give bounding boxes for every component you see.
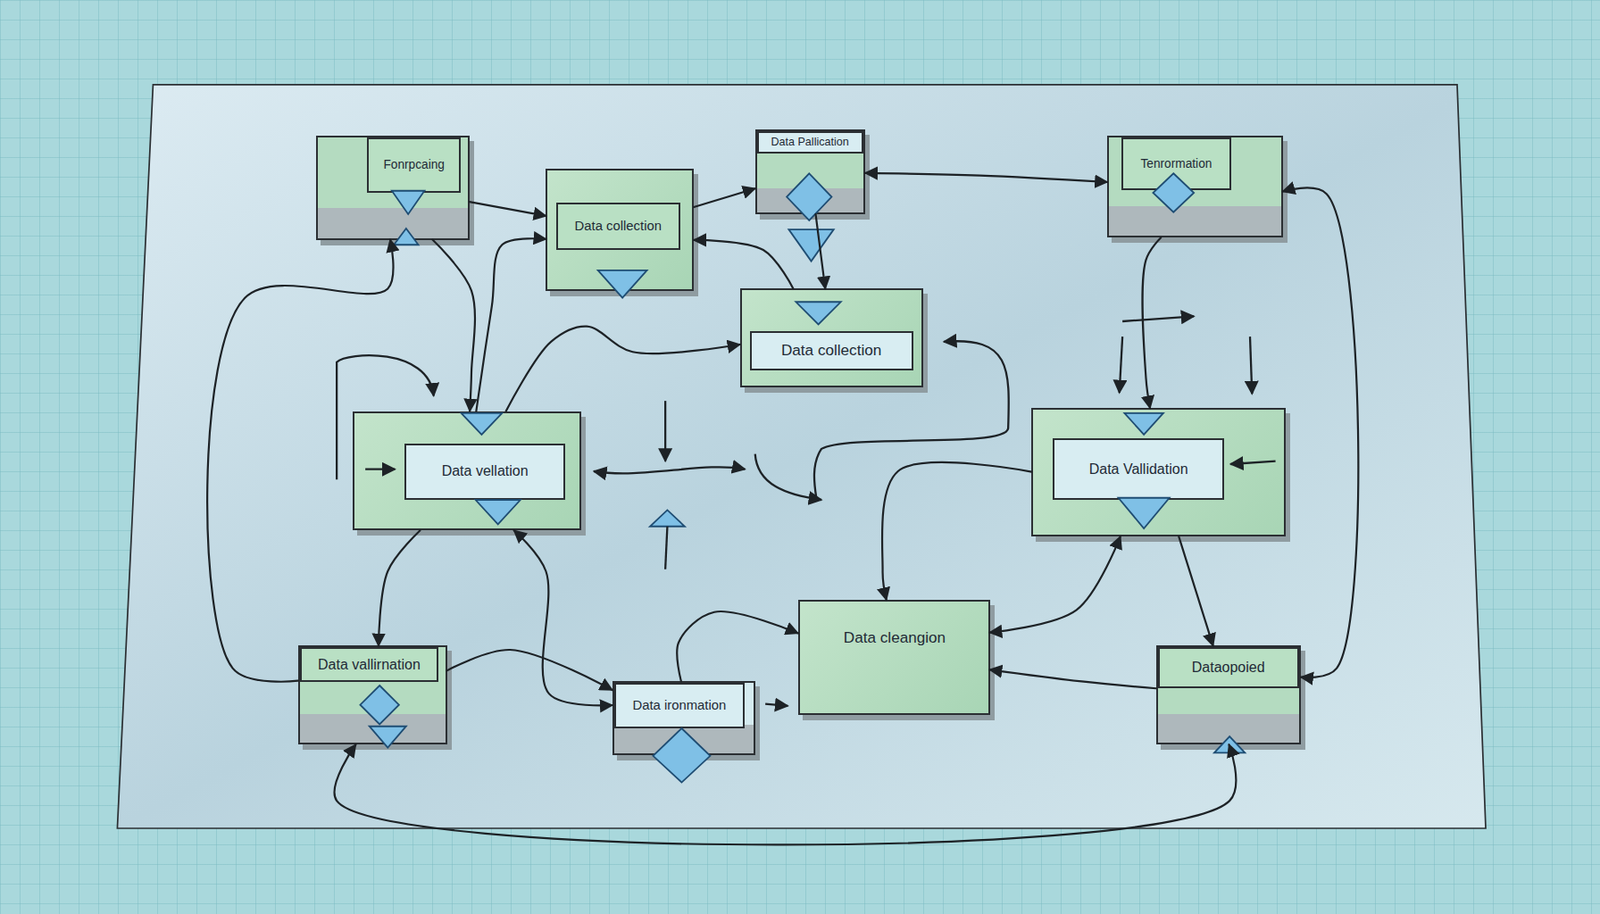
blue-diamond bbox=[359, 685, 399, 725]
stray-arrow bbox=[664, 400, 667, 461]
paper-sheet bbox=[116, 84, 1486, 829]
stray-arrow bbox=[593, 466, 745, 474]
flow-arrow bbox=[1283, 187, 1359, 677]
flow-arrow bbox=[207, 240, 393, 683]
flow-arrow bbox=[676, 611, 798, 682]
process-box: Fonrpcaing bbox=[316, 135, 469, 241]
blue-triangle bbox=[795, 301, 841, 325]
blue-triangle bbox=[475, 500, 521, 525]
flow-arrow bbox=[1141, 237, 1161, 409]
flow-arrow bbox=[514, 530, 613, 706]
stray-arrow bbox=[755, 454, 822, 500]
process-box: Data collection bbox=[545, 168, 694, 292]
process-box: Data vallirnation bbox=[298, 645, 448, 745]
process-box: Tenrormation bbox=[1107, 135, 1284, 238]
blue-triangle bbox=[650, 509, 685, 526]
flow-arrow bbox=[475, 238, 546, 411]
box-label: Data Pallication bbox=[757, 131, 864, 154]
box-label: Data collection bbox=[556, 202, 681, 250]
stray-arrow bbox=[365, 468, 395, 471]
box-label: Data vellation bbox=[404, 443, 565, 500]
box-label: Data Vallidation bbox=[1052, 438, 1225, 500]
box-label: Fonrpcaing bbox=[366, 137, 461, 193]
stray-arrow bbox=[336, 355, 434, 480]
process-box: Data cleangion bbox=[798, 600, 991, 716]
blue-diamond bbox=[652, 728, 710, 784]
stray-arrow bbox=[765, 704, 788, 707]
stray-arrow bbox=[814, 341, 1009, 498]
flow-arrow bbox=[1178, 536, 1213, 646]
process-box: Data Pallication bbox=[755, 129, 866, 215]
flow-arrow bbox=[990, 669, 1157, 689]
stray-arrow bbox=[1250, 336, 1252, 394]
flow-arrow bbox=[506, 326, 741, 412]
stray-line bbox=[665, 526, 667, 570]
box-label: Data ironmation bbox=[614, 683, 745, 728]
blue-triangle bbox=[391, 191, 425, 215]
box-label: Data cleangion bbox=[808, 601, 982, 674]
blue-triangle bbox=[369, 726, 407, 749]
box-label: Data vallirnation bbox=[300, 647, 439, 683]
flow-arrow bbox=[432, 240, 475, 412]
blue-triangle bbox=[393, 228, 418, 245]
blue-triangle bbox=[1118, 498, 1170, 529]
flow-arrow bbox=[816, 214, 826, 289]
flow-arrow bbox=[469, 201, 547, 217]
stray-arrow bbox=[1122, 316, 1194, 322]
blue-triangle bbox=[461, 413, 503, 435]
process-box: Dataopoied bbox=[1156, 645, 1301, 745]
flow-arrow bbox=[693, 240, 793, 289]
flow-arrow bbox=[882, 462, 1032, 600]
blue-triangle bbox=[598, 270, 648, 299]
stray-arrow bbox=[1119, 336, 1123, 393]
box-label: Dataopoied bbox=[1158, 647, 1300, 689]
box-label: Tenrormation bbox=[1121, 137, 1232, 191]
process-box: Data vellation bbox=[352, 411, 582, 532]
flow-arrow bbox=[865, 173, 1108, 183]
flow-arrow bbox=[334, 744, 1237, 845]
flow-arrow bbox=[693, 188, 756, 208]
blue-triangle bbox=[788, 229, 834, 261]
process-box: Data Vallidation bbox=[1031, 408, 1286, 537]
blue-diamond bbox=[1152, 173, 1194, 212]
flow-arrow bbox=[447, 650, 613, 691]
box-label: Data collection bbox=[750, 331, 914, 370]
process-box: Data collection bbox=[740, 288, 925, 388]
blue-diamond bbox=[786, 173, 832, 221]
flow-arrow bbox=[990, 536, 1121, 634]
blue-triangle bbox=[1214, 736, 1245, 753]
blue-triangle bbox=[1124, 413, 1163, 435]
stray-arrow bbox=[1230, 461, 1275, 465]
flow-arrow bbox=[378, 530, 421, 646]
process-box: Data ironmation bbox=[612, 681, 756, 755]
